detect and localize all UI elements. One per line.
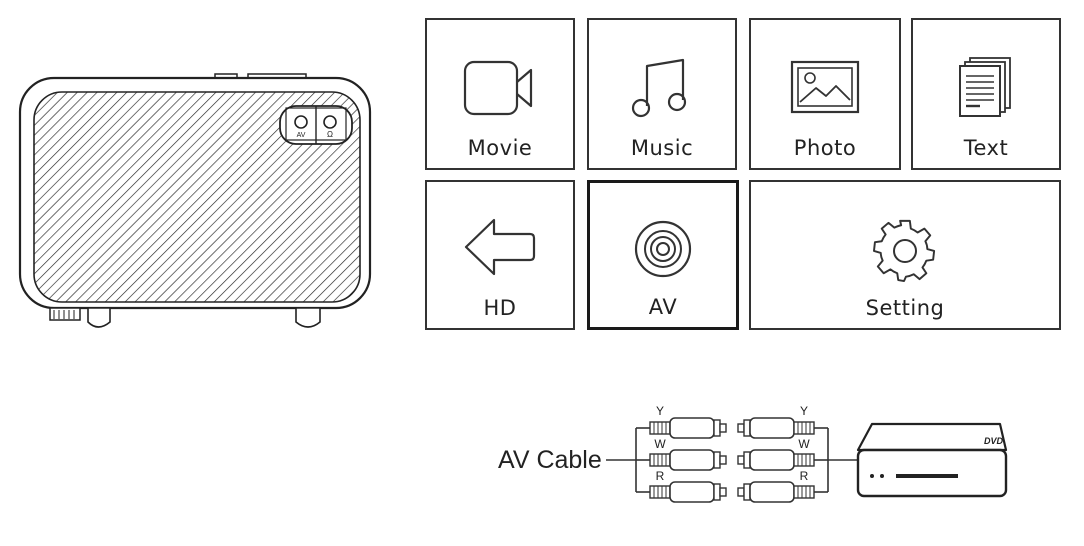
projector-foot-right — [295, 307, 321, 328]
dvd-badge: DVD — [984, 436, 1004, 446]
dvd-led-icon — [870, 474, 874, 478]
dvd-disc-slot — [896, 474, 958, 478]
tile-hd-label: HD — [483, 296, 517, 320]
tile-music-label: Music — [630, 136, 694, 160]
channel-label-right-y: Y — [800, 404, 808, 418]
av-port-icon — [294, 115, 308, 129]
channel-label-right-r: R — [800, 469, 809, 483]
tile-av-label: AV — [648, 295, 678, 319]
projector-illustration: AV Ω — [18, 73, 372, 328]
cable-plug-right-r — [737, 481, 815, 503]
cable-plug-right-w — [737, 449, 815, 471]
movie-camera-icon — [463, 60, 533, 116]
tile-photo-label: Photo — [793, 136, 857, 160]
tile-setting[interactable]: Setting — [749, 180, 1061, 330]
channel-label-left-w: W — [654, 437, 666, 451]
tile-music[interactable]: Music — [587, 18, 737, 170]
document-icon — [959, 57, 1011, 117]
cable-plug-left-y — [649, 417, 727, 439]
arrow-left-icon — [464, 218, 536, 276]
tile-text-label: Text — [963, 136, 1009, 160]
cable-plug-left-r — [649, 481, 727, 503]
photo-icon — [790, 60, 860, 114]
channel-label-left-r: R — [656, 469, 665, 483]
dvd-connector-line — [828, 459, 862, 461]
headphone-port-icon — [323, 115, 337, 129]
tile-photo[interactable]: Photo — [749, 18, 901, 170]
av-port-label: AV — [297, 132, 306, 139]
cable-plug-right-y — [737, 417, 815, 439]
tile-movie-label: Movie — [467, 136, 533, 160]
av-cable-diagram: Y Y W W R R — [606, 404, 829, 503]
channel-label-left-y: Y — [656, 404, 664, 418]
channel-label-right-w: W — [798, 437, 810, 451]
av-cable-label: AV Cable — [498, 446, 602, 474]
tile-movie[interactable]: Movie — [425, 18, 575, 170]
dvd-player-illustration: DVD — [856, 422, 1008, 498]
tile-av[interactable]: AV — [587, 180, 739, 330]
av-jack-icon — [634, 220, 692, 278]
gear-icon — [873, 219, 936, 282]
headphone-port-label: Ω — [327, 130, 333, 139]
projector-foot-left — [87, 307, 111, 328]
tile-setting-label: Setting — [865, 296, 945, 320]
tile-text[interactable]: Text — [911, 18, 1061, 170]
tile-hd[interactable]: HD — [425, 180, 575, 330]
music-note-icon — [631, 58, 687, 118]
cable-plug-left-w — [649, 449, 727, 471]
